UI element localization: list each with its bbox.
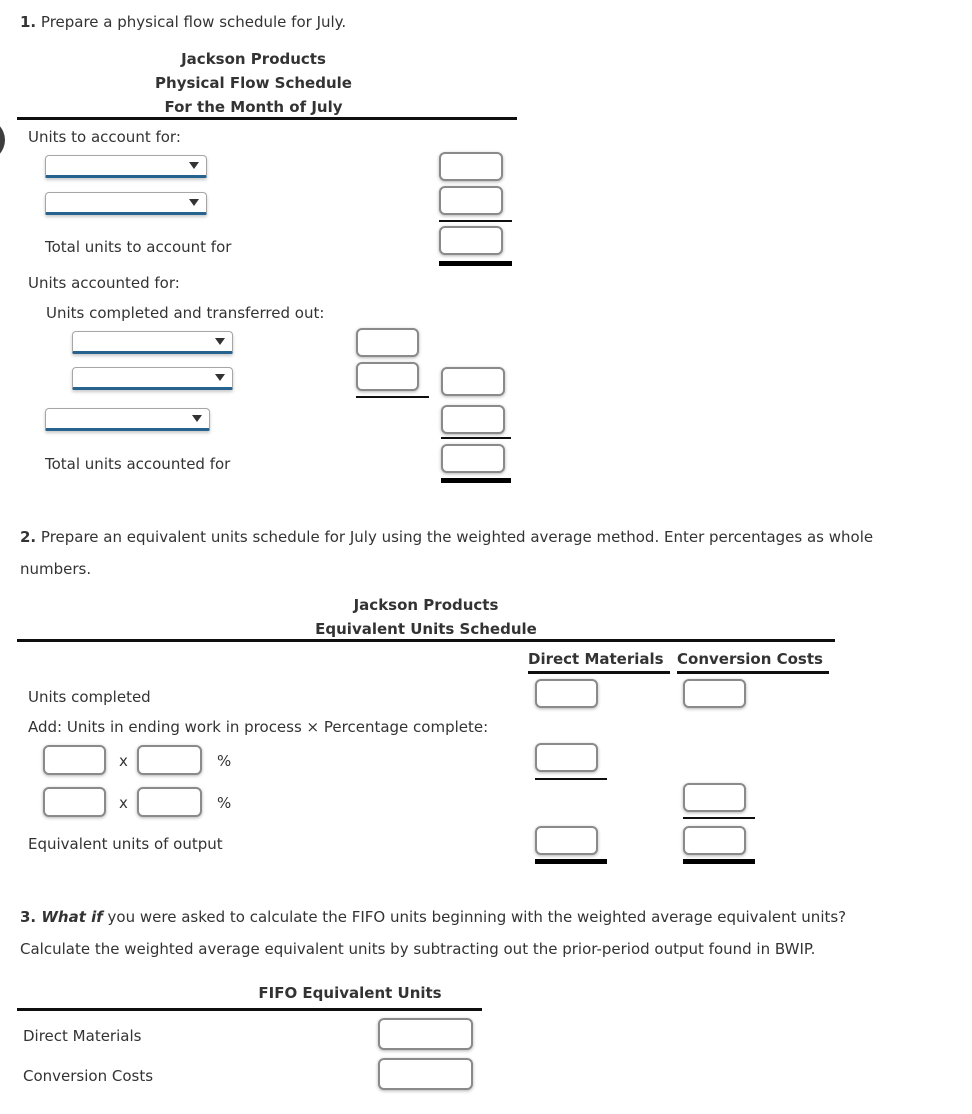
multiply-label: x xyxy=(119,752,128,770)
question-3-emphasis: What if xyxy=(36,908,103,926)
cc-total-rule xyxy=(683,859,755,864)
units-to-account-label: Units to account for: xyxy=(28,128,181,146)
question-2-line1: 2. Prepare an equivalent units schedule … xyxy=(20,528,873,547)
units-completed-dm-input[interactable] xyxy=(535,679,598,708)
dm-subtotal-rule xyxy=(535,778,607,780)
cc-column-rule xyxy=(677,671,829,674)
total-units-to-account-input[interactable] xyxy=(439,226,503,255)
dropdown-arrow-icon xyxy=(192,415,202,422)
equivalent-units-output-label: Equivalent units of output xyxy=(28,835,223,853)
dropdown-arrow-icon xyxy=(189,199,199,206)
s2-header-rule xyxy=(17,639,835,642)
transferred-out-select-1[interactable] xyxy=(72,331,233,354)
s3-header-rule xyxy=(17,1008,482,1011)
cc-subtotal-rule xyxy=(683,817,755,819)
question-3-line1: 3. What if you were asked to calculate t… xyxy=(20,908,846,927)
fifo-direct-materials-label: Direct Materials xyxy=(23,1027,142,1045)
question-3-number: 3. xyxy=(20,908,37,926)
units-to-account-input-2[interactable] xyxy=(439,186,503,215)
ewip-result-dm-input[interactable] xyxy=(535,743,598,772)
s1-title-company: Jackson Products xyxy=(181,50,326,68)
fifo-dm-input[interactable] xyxy=(378,1018,473,1050)
percent-label: % xyxy=(217,752,232,770)
percent-label: % xyxy=(217,794,232,812)
transferred-out-subtotal-rule xyxy=(356,396,429,398)
units-to-account-select-1[interactable] xyxy=(45,155,207,178)
s1-accounted-total-rule xyxy=(441,478,511,483)
question-1-number: 1. xyxy=(20,13,37,31)
question-3-line2: Calculate the weighted average equivalen… xyxy=(20,940,816,958)
conversion-costs-column-header: Conversion Costs xyxy=(677,650,823,668)
total-units-accounted-label: Total units accounted for xyxy=(45,455,231,473)
transferred-out-subtotal-input[interactable] xyxy=(441,367,505,396)
equivalent-units-cc-input[interactable] xyxy=(683,826,746,855)
ewip-pct-dm-input[interactable] xyxy=(137,745,202,775)
s1-header-rule xyxy=(17,117,517,120)
question-2-line2: numbers. xyxy=(20,560,92,578)
edge-navigation-badge xyxy=(0,119,5,161)
ending-wip-select[interactable] xyxy=(45,408,210,431)
question-1-text: Prepare a physical flow schedule for Jul… xyxy=(36,13,347,31)
ewip-units-dm-input[interactable] xyxy=(43,745,106,775)
s1-title-period: For the Month of July xyxy=(164,98,343,116)
ending-wip-units-input[interactable] xyxy=(441,405,505,434)
completed-transferred-label: Units completed and transferred out: xyxy=(46,304,325,322)
s1-accounted-subtotal-rule xyxy=(441,437,511,439)
question-2-number: 2. xyxy=(20,528,37,546)
s1-total-rule xyxy=(439,261,512,266)
total-units-to-account-label: Total units to account for xyxy=(45,238,232,256)
multiply-label: x xyxy=(119,794,128,812)
s1-title-schedule: Physical Flow Schedule xyxy=(155,74,352,92)
total-units-accounted-input[interactable] xyxy=(441,444,505,473)
dropdown-arrow-icon xyxy=(189,162,199,169)
dm-column-rule xyxy=(528,671,670,674)
s3-title: FIFO Equivalent Units xyxy=(258,984,442,1002)
ewip-result-cc-input[interactable] xyxy=(683,783,746,812)
dropdown-arrow-icon xyxy=(215,338,225,345)
units-accounted-label: Units accounted for: xyxy=(28,274,180,292)
units-completed-label: Units completed xyxy=(28,688,151,706)
dropdown-arrow-icon xyxy=(215,374,225,381)
units-to-account-select-2[interactable] xyxy=(45,192,207,215)
units-completed-cc-input[interactable] xyxy=(683,679,746,708)
transferred-out-input-1[interactable] xyxy=(356,328,419,357)
s2-title-company: Jackson Products xyxy=(353,596,499,614)
transferred-out-input-2[interactable] xyxy=(356,362,419,391)
question-3-text: you were asked to calculate the FIFO uni… xyxy=(102,908,847,926)
units-to-account-input-1[interactable] xyxy=(439,152,503,181)
fifo-conversion-costs-label: Conversion Costs xyxy=(23,1067,154,1085)
s2-title-schedule: Equivalent Units Schedule xyxy=(315,620,537,638)
direct-materials-column-header: Direct Materials xyxy=(528,650,664,668)
question-1: 1. Prepare a physical flow schedule for … xyxy=(20,13,346,32)
add-ending-wip-label: Add: Units in ending work in process × P… xyxy=(28,718,489,736)
s1-subtotal-rule xyxy=(439,220,512,222)
dm-total-rule xyxy=(535,859,607,864)
ewip-units-cc-input[interactable] xyxy=(43,787,106,817)
fifo-cc-input[interactable] xyxy=(378,1058,473,1090)
transferred-out-select-2[interactable] xyxy=(72,367,233,390)
equivalent-units-dm-input[interactable] xyxy=(535,826,598,855)
ewip-pct-cc-input[interactable] xyxy=(137,787,202,817)
question-2-text: Prepare an equivalent units schedule for… xyxy=(36,528,874,546)
